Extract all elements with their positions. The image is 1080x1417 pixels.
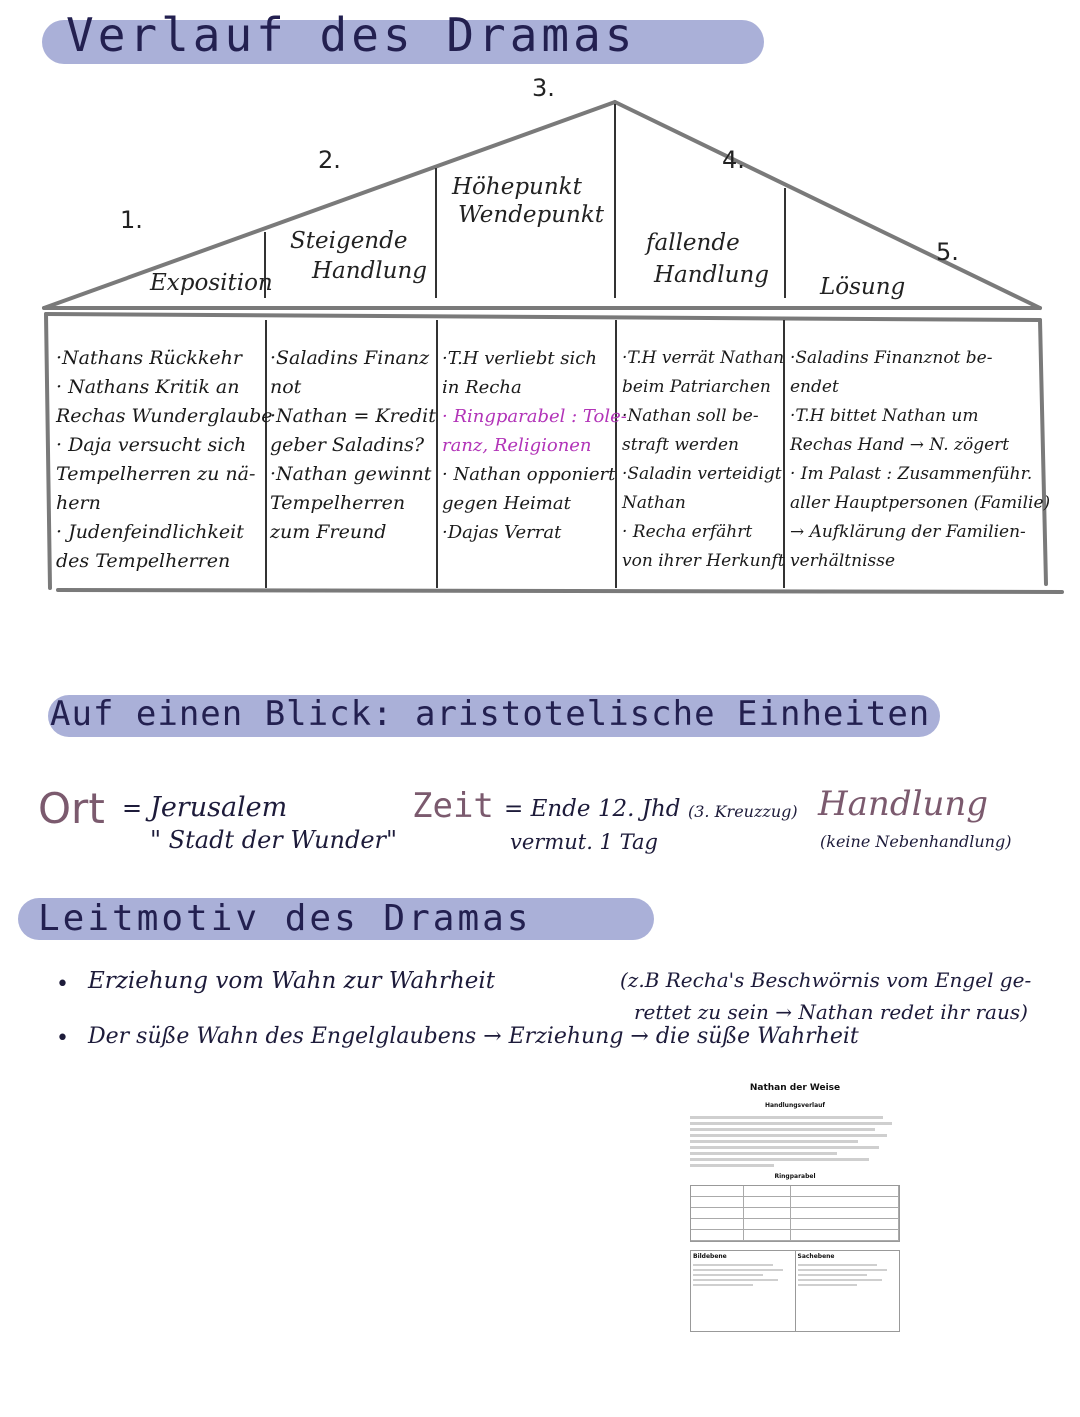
stage-fallende-line1: fallende <box>646 230 740 256</box>
cell-line: ·Nathan = Kredit <box>270 405 436 427</box>
leitmotiv-note-line2: rettet zu sein → Nathan redet ihr raus) <box>634 1000 1028 1024</box>
zeit-value: = Ende 12. Jhd <box>504 796 681 822</box>
column-fallende: ·T.H verrät Nathan beim Patriarchen ·Nat… <box>622 344 785 576</box>
einheiten-title: Auf einen Blick: aristotelische Einheite… <box>50 694 931 734</box>
zeit-sub: vermut. 1 Tag <box>510 830 658 854</box>
ort-eq: = <box>122 794 143 822</box>
stage-hoehepunkt-line2: Wendepunkt <box>458 202 605 228</box>
drama-pyramid-diagram <box>42 100 1064 594</box>
cell-line: → Aufklärung der Familien- <box>790 522 1026 542</box>
stage-number-3: 3. <box>532 74 555 102</box>
leitmotiv-title: Leitmotiv des Dramas <box>38 898 532 939</box>
document-thumbnail: Nathan der Weise Handlungsverlauf Ringpa… <box>690 1082 900 1392</box>
stage-hoehepunkt-line1: Höhepunkt <box>452 174 582 200</box>
leitmotiv-note-line1: (z.B Recha's Beschwörnis vom Engel ge- <box>620 968 1032 992</box>
cell-line: ·T.H verrät Nathan <box>622 348 785 368</box>
cell-line: Rechas Hand → N. zögert <box>790 435 1010 455</box>
cell-line: ·Dajas Verrat <box>442 522 562 543</box>
cell-line: Nathan <box>622 493 686 513</box>
leitmotiv-band <box>18 898 654 940</box>
column-exposition: ·Nathans Rückkehr · Nathans Kritik an Re… <box>56 344 272 576</box>
column-hoehepunkt: ·T.H verliebt sich in Recha · Ringparabe… <box>442 344 627 547</box>
bullet-dot: • <box>56 972 69 997</box>
column-steigende: ·Saladins Finanz not ·Nathan = Kredit ge… <box>270 344 436 547</box>
cell-line-highlight: ranz, Religionen <box>442 435 592 456</box>
stage-steigende-line2: Handlung <box>312 258 428 284</box>
cell-line: ·T.H bittet Nathan um <box>790 406 979 426</box>
thumbnail-subtitle: Handlungsverlauf <box>764 1102 826 1109</box>
leitmotiv-point-2: Der süße Wahn des Engelglaubens → Erzieh… <box>88 1024 859 1049</box>
cell-line: ·Nathan gewinnt <box>270 463 432 485</box>
leitmotiv-point-1: Erziehung vom Wahn zur Wahrheit <box>88 968 496 994</box>
cell-line: in Recha <box>442 377 522 398</box>
ort-sub: " Stadt der Wunder" <box>150 826 398 854</box>
column-loesung: ·Saladins Finanznot be- endet ·T.H bitte… <box>790 344 1050 576</box>
cell-line: Tempelherren <box>270 492 406 514</box>
thumbnail-section: Ringparabel <box>774 1173 816 1180</box>
cell-line: ·Saladins Finanz <box>270 347 430 369</box>
cell-line: hern <box>56 492 101 514</box>
cell-line: beim Patriarchen <box>622 377 771 397</box>
cell-line: ·Nathans Rückkehr <box>56 347 242 369</box>
einheiten-band <box>48 695 940 737</box>
cell-line: · Nathans Kritik an <box>56 376 240 398</box>
page-title: Verlauf des Dramas <box>66 8 637 62</box>
stage-number-5: 5. <box>936 238 959 266</box>
stage-number-2: 2. <box>318 146 341 174</box>
cell-line: endet <box>790 377 839 397</box>
cell-line: · Daja versucht sich <box>56 434 247 456</box>
cell-line: Tempelherren zu nä- <box>56 463 256 485</box>
cell-line: · Judenfeindlichkeit <box>56 521 244 543</box>
cell-line: ·Nathan soll be- <box>622 406 759 426</box>
thumbnail-title: Nathan der Weise <box>749 1083 841 1093</box>
cell-line: aller Hauptpersonen (Familie) <box>790 493 1051 513</box>
bullet-dot: • <box>56 1026 69 1051</box>
title-band <box>42 20 764 64</box>
cell-line: von ihrer Herkunft <box>622 551 785 571</box>
handlung-sub: (keine Nebenhandlung) <box>820 832 1012 851</box>
cell-line: ·T.H verliebt sich <box>442 348 597 369</box>
stage-fallende-line2: Handlung <box>654 262 770 288</box>
cell-line-highlight: · Ringparabel : Tole- <box>442 406 627 427</box>
zeit-label: Zeit <box>412 786 494 826</box>
stage-number-4: 4. <box>722 146 745 174</box>
ort-value: Jerusalem <box>150 792 288 823</box>
cell-line: ·Saladin verteidigt <box>622 464 782 484</box>
zeit-note: (3. Kreuzzug) <box>688 802 798 821</box>
cell-line: geber Saladins? <box>270 434 425 456</box>
stage-loesung: Lösung <box>820 274 906 300</box>
cell-line: straft werden <box>622 435 739 455</box>
cell-line: ·Saladins Finanznot be- <box>790 348 993 368</box>
cell-line: not <box>270 376 302 398</box>
thumbnail-table <box>690 1185 900 1242</box>
cell-line: gegen Heimat <box>442 493 571 514</box>
cell-line: · Im Palast : Zusammenführ. <box>790 464 1033 484</box>
cell-line: Rechas Wunderglaube <box>56 405 273 427</box>
cell-line: des Tempelherren <box>56 550 231 572</box>
cell-line: zum Freund <box>270 521 387 543</box>
handlung-label: Handlung <box>818 784 989 824</box>
thumbnail-left-head: Bildebene <box>693 1253 727 1260</box>
ort-label: Ort <box>38 784 105 833</box>
cell-line: · Nathan opponiert <box>442 464 616 485</box>
cell-line: verhältnisse <box>790 551 896 571</box>
cell-line: · Recha erfährt <box>622 522 753 542</box>
thumbnail-right-head: Sachebene <box>797 1253 835 1260</box>
stage-steigende-line1: Steigende <box>290 228 408 254</box>
stage-exposition: Exposition <box>150 270 273 296</box>
stage-number-1: 1. <box>120 206 143 234</box>
